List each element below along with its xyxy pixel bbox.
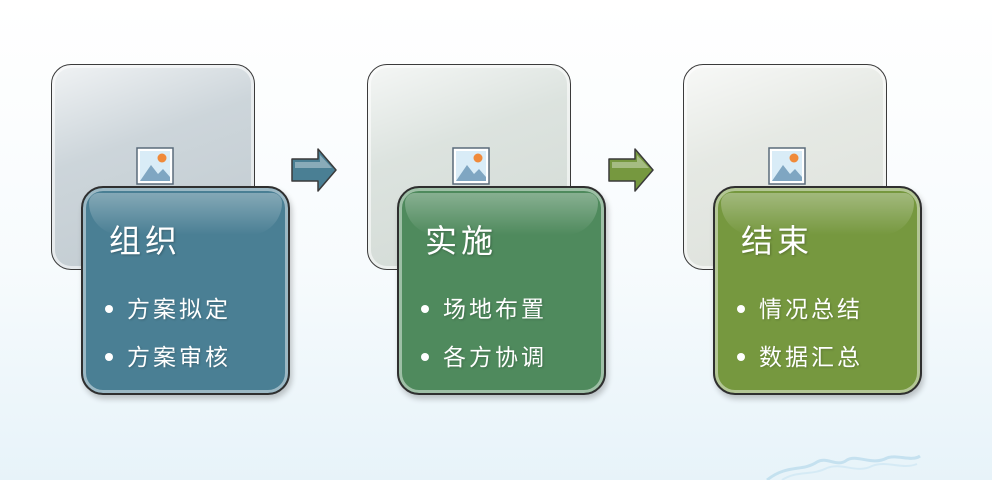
list-item: 场地布置	[421, 286, 547, 334]
list-item-text: 各方协调	[443, 345, 547, 371]
picture-placeholder-icon	[452, 147, 490, 185]
bullet-icon	[421, 305, 429, 313]
list-item-text: 方案审核	[127, 345, 231, 371]
bullet-icon	[105, 353, 113, 361]
bullet-icon	[737, 305, 745, 313]
bullet-icon	[105, 305, 113, 313]
image-placeholder-frame	[51, 64, 255, 270]
stage-card: 实施 场地布置 各方协调	[397, 186, 606, 395]
list-item-text: 数据汇总	[759, 345, 863, 371]
list-item-text: 方案拟定	[127, 297, 231, 323]
stage-item-list: 方案拟定 方案审核	[105, 286, 231, 382]
list-item: 情况总结	[737, 286, 863, 334]
stage-item-list: 情况总结 数据汇总	[737, 286, 863, 382]
list-item: 数据汇总	[737, 334, 863, 382]
list-item-text: 情况总结	[759, 297, 863, 323]
decorative-wave-graphic	[766, 454, 921, 480]
list-item: 方案审核	[105, 334, 231, 382]
stage-title: 结束	[741, 222, 814, 260]
stage-title: 组织	[109, 222, 182, 260]
chevron-right-arrow-icon	[608, 148, 654, 192]
stage-item-list: 场地布置 各方协调	[421, 286, 547, 382]
bullet-icon	[421, 353, 429, 361]
bullet-icon	[737, 353, 745, 361]
stage-card: 组织 方案拟定 方案审核	[81, 186, 290, 395]
stage-organize: 组织 方案拟定 方案审核	[51, 64, 296, 399]
list-item: 方案拟定	[105, 286, 231, 334]
stage-implement: 实施 场地布置 各方协调	[367, 64, 612, 399]
picture-placeholder-icon	[136, 147, 174, 185]
stage-conclude: 结束 情况总结 数据汇总	[683, 64, 928, 399]
list-item: 各方协调	[421, 334, 547, 382]
stage-card: 结束 情况总结 数据汇总	[713, 186, 922, 395]
picture-placeholder-icon	[768, 147, 806, 185]
stage-title: 实施	[425, 222, 498, 260]
list-item-text: 场地布置	[443, 297, 547, 323]
chevron-right-arrow-icon	[291, 148, 337, 192]
